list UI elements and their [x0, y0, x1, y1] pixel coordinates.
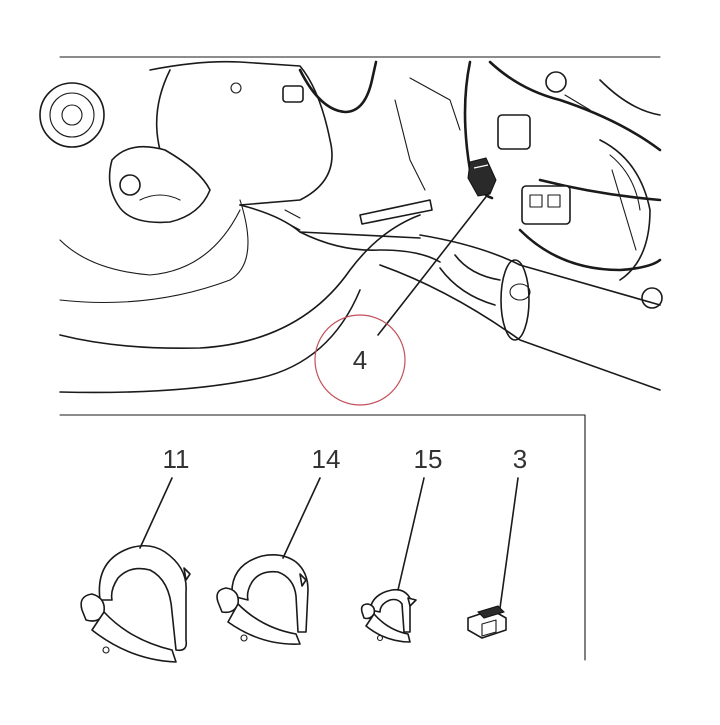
- callout-4-label: 4: [353, 345, 367, 375]
- footpeg: [359, 199, 433, 225]
- wheel-inner-arc: [59, 199, 249, 303]
- parts-panel-border: [59, 414, 586, 661]
- wire-harness-right-2: [488, 60, 662, 152]
- callout-15-leader: [397, 477, 425, 591]
- tire-lower-outline: [59, 289, 361, 394]
- part-15-clamp: [360, 588, 417, 643]
- callout-3-label: 3: [513, 444, 527, 474]
- target-connector: [467, 157, 497, 197]
- callout-4-highlight-circle: [314, 314, 406, 406]
- callout-14-leader: [282, 477, 321, 559]
- brake-caliper: [108, 145, 211, 224]
- wire-harness-right-3: [518, 228, 662, 272]
- exhaust-pipe-top: [419, 234, 661, 306]
- connector-left: [282, 85, 304, 103]
- part-11-clamp: [80, 544, 191, 663]
- parts-panel: 11 14 15 3: [59, 414, 586, 663]
- part-3-grommet: [467, 605, 507, 639]
- connector-right-lower: [521, 185, 571, 225]
- side-cover: [599, 139, 651, 281]
- swingarm-body: [149, 60, 333, 206]
- callout-11-leader: [139, 477, 173, 549]
- connector-right-upper: [497, 114, 531, 150]
- exhaust-pipe-bottom: [379, 264, 661, 391]
- callout-15-label: 15: [414, 444, 443, 474]
- wheel-rim-arc: [59, 209, 241, 276]
- wheel-hub: [39, 82, 105, 148]
- tire-outline: [59, 214, 421, 350]
- exhaust-clamp: [500, 259, 530, 341]
- callout-3-leader: [499, 477, 519, 609]
- part-14-clamp: [216, 554, 309, 645]
- swingarm-lower: [239, 204, 421, 239]
- callout-4-leader: [377, 192, 490, 336]
- callout-11-label: 11: [163, 444, 190, 474]
- motorcycle-rear-illustration: [39, 56, 663, 394]
- wire-harness-left: [298, 60, 378, 114]
- callout-14-label: 14: [312, 444, 341, 474]
